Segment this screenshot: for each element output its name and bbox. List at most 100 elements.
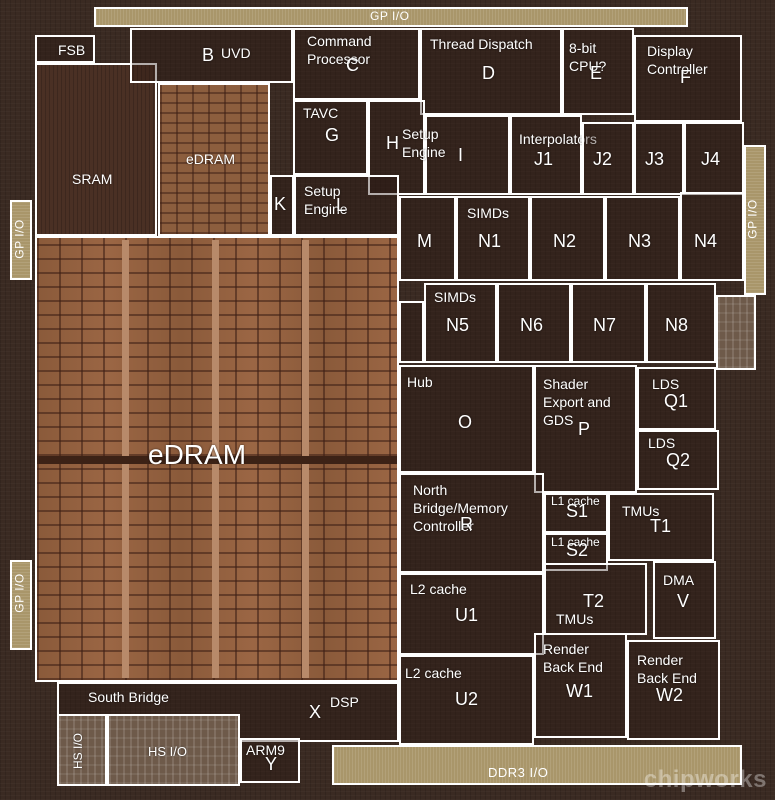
block-q1 <box>637 367 716 430</box>
label-y: Y <box>265 754 278 774</box>
block-sram <box>35 63 157 236</box>
block-fsb <box>35 35 95 63</box>
block-u2 <box>399 655 534 745</box>
label-s2: S2 <box>566 540 589 560</box>
ddr3-io-strip <box>332 745 742 785</box>
label-i: I <box>458 145 464 165</box>
label-uvd: UVD <box>221 45 251 61</box>
block-t1 <box>608 493 714 561</box>
block-north-bridge <box>399 473 544 573</box>
block-n8 <box>646 283 716 363</box>
label-n1: N1 <box>478 231 502 251</box>
label-x: X <box>309 702 322 722</box>
block-s1 <box>544 493 608 533</box>
label-w2: W2 <box>656 685 683 705</box>
label-lds-1: LDS <box>652 376 680 392</box>
block-dma <box>653 561 716 639</box>
label-k: K <box>274 194 287 214</box>
label-setup-engine-2: Setup Engine <box>304 183 348 217</box>
label-j2: J2 <box>593 149 613 169</box>
label-r: R <box>460 514 473 534</box>
label-dsp: DSP <box>330 694 359 710</box>
block-hs-io <box>107 714 240 786</box>
label-hub: Hub <box>407 374 433 390</box>
label-l1-cache-2: L1 cache <box>551 535 600 549</box>
ddr3-io-label: DDR3 I/O <box>488 765 549 780</box>
label-c: C <box>346 55 359 75</box>
block-j2 <box>582 122 634 195</box>
label-command-processor: Command Processor <box>307 33 372 67</box>
label-8bit-cpu: 8-bit CPU? <box>569 40 607 74</box>
block-b-uvd <box>130 28 293 83</box>
gp-io-top-label: GP I/O <box>370 9 410 23</box>
label-d: D <box>482 63 495 83</box>
block-n2 <box>530 196 605 281</box>
label-v: V <box>677 591 690 611</box>
block-m <box>399 196 456 281</box>
label-shader-export: Shader Export and GDS <box>543 376 611 428</box>
block-w2 <box>627 640 720 740</box>
label-interpolators: Interpolators <box>519 131 597 147</box>
label-n7: N7 <box>593 315 617 335</box>
label-simds-2: SIMDs <box>434 289 476 305</box>
block-u1 <box>399 573 544 655</box>
label-e: E <box>590 63 603 83</box>
label-dma: DMA <box>663 572 695 588</box>
gp-io-left-bottom-strip <box>10 560 32 650</box>
block-8bit-cpu <box>562 28 634 115</box>
label-north-bridge: North Bridge/Memory Controller <box>413 482 508 534</box>
label-b: B <box>202 45 215 65</box>
label-tavc: TAVC <box>303 105 339 121</box>
label-q1: Q1 <box>664 391 689 411</box>
label-m: M <box>417 231 432 251</box>
block-n3 <box>605 196 680 281</box>
block-k <box>270 175 294 236</box>
label-setup-engine-1: Setup Engine <box>402 126 446 160</box>
label-l2-cache-1: L2 cache <box>410 581 467 597</box>
label-tmus-2: TMUs <box>556 611 594 627</box>
label-n3: N3 <box>628 231 652 251</box>
label-simds-1: SIMDs <box>467 205 509 221</box>
block-gap-left <box>399 301 424 363</box>
block-shader-export <box>534 365 637 493</box>
block-w1 <box>534 633 627 738</box>
edram-center-bar <box>37 456 397 464</box>
label-u1: U1 <box>455 605 479 625</box>
label-j3: J3 <box>645 149 665 169</box>
block-n5 <box>424 283 497 363</box>
label-render-back-end-1: Render Back End <box>543 641 603 675</box>
label-render-back-end-2: Render Back End <box>637 652 697 686</box>
gp-io-left-top-strip <box>10 200 32 280</box>
gp-io-right-strip <box>744 145 766 295</box>
label-l2-cache-2: L2 cache <box>405 665 462 681</box>
block-setup-engine-l <box>294 175 399 236</box>
block-n4 <box>680 192 744 281</box>
block-n1 <box>456 196 530 281</box>
block-hs-io-vertical <box>57 714 107 786</box>
label-n8: N8 <box>665 315 689 335</box>
label-j1: J1 <box>534 149 554 169</box>
label-hs-io: HS I/O <box>148 744 188 759</box>
label-f: F <box>680 67 691 87</box>
block-q2 <box>637 430 719 490</box>
label-u2: U2 <box>455 689 479 709</box>
label-sram: SRAM <box>72 171 113 187</box>
block-n7 <box>571 283 646 363</box>
label-edram-small: eDRAM <box>186 151 236 167</box>
block-j1 <box>510 115 582 195</box>
label-w1: W1 <box>566 681 593 701</box>
block-hub <box>399 365 534 473</box>
label-n5: N5 <box>446 315 470 335</box>
label-l1-cache-1: L1 cache <box>551 494 600 508</box>
label-lds-2: LDS <box>648 435 676 451</box>
label-n4: N4 <box>694 231 718 251</box>
gp-io-left-bottom-label: GP I/O <box>12 573 27 613</box>
block-tavc <box>293 100 368 175</box>
gp-io-right-label: GP I/O <box>745 199 760 239</box>
block-command-processor <box>293 28 420 100</box>
label-j4: J4 <box>701 149 721 169</box>
label-display-controller: Display Controller <box>647 43 708 77</box>
label-l: L <box>336 195 347 215</box>
block-arm9 <box>240 738 300 783</box>
